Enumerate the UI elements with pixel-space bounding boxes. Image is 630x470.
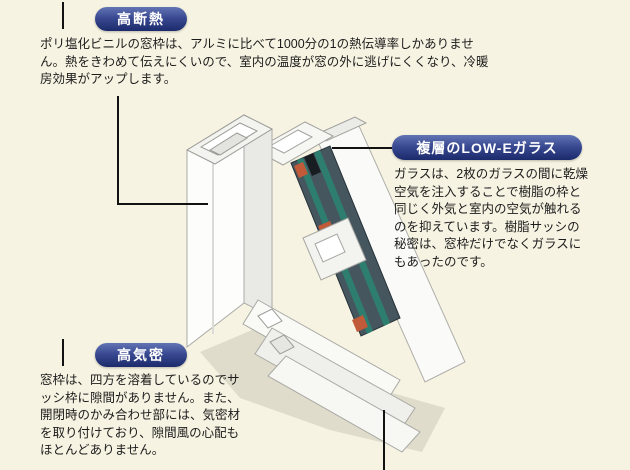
tick-line-airtight	[62, 339, 64, 366]
glass-spacer	[304, 153, 321, 176]
callout-insulation-body: ポリ塩化ビニルの窓枠は、アルミに比べて1000分の1の熱伝導率しかありません。熱…	[40, 37, 489, 86]
jamb-chamber-inner	[208, 132, 249, 156]
gasket-top	[294, 162, 308, 178]
meeting-rail-chamber	[314, 233, 346, 263]
callout-lowe-body: ガラスは、2枚のガラスの間に乾燥空気を注入することで樹脂の枠と同じく外気と室内の…	[394, 167, 588, 269]
tick-line-insulation	[62, 2, 64, 29]
connector-insulation-vertical	[117, 96, 119, 205]
bottom-rail-chamber-1	[257, 308, 283, 329]
top-rail-chamber	[268, 129, 314, 154]
jamb-side-face	[243, 114, 273, 318]
connector-lowe-horizontal	[332, 147, 392, 149]
connector-insulation-horizontal	[117, 203, 208, 205]
bottom-rail-chamber-2	[269, 334, 295, 355]
bottom-rail-step-3	[267, 355, 421, 453]
gasket-bottom	[352, 315, 368, 332]
connector-airtight-vertical	[383, 410, 385, 470]
callout-airtight-body: 窓枠は、四方を溶着しているのでサッシ枠に隙間がありません。また、開閉時のかみ合わ…	[40, 373, 241, 457]
callout-lowe-label: 複層のLOW-Eガラス	[392, 135, 582, 160]
callout-airtight-label: 高気密	[95, 343, 187, 367]
callout-insulation-label: 高断熱	[95, 7, 187, 31]
